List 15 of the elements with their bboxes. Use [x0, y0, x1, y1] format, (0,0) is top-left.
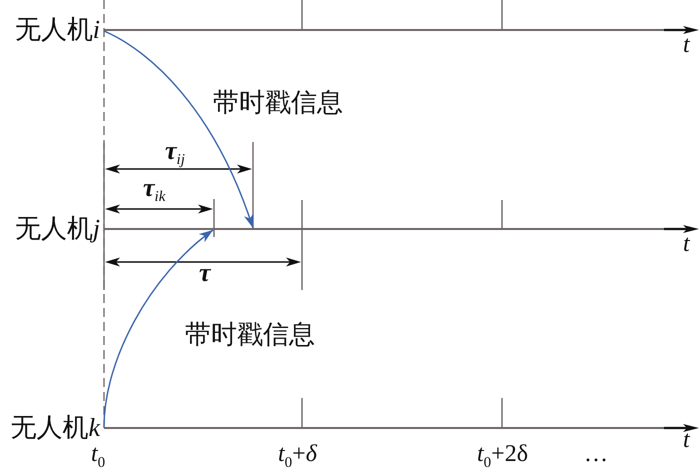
time-label: t$_{0}$ — [91, 445, 106, 471]
message-arrow — [104, 30, 254, 228]
uav-label: 无人机i — [14, 15, 100, 45]
time-label: … — [584, 445, 608, 463]
uav-label: 无人机j — [14, 214, 100, 244]
axis-label: t — [683, 432, 690, 448]
axis-label: t — [683, 37, 690, 53]
time-label: t$_{0}$+2δ — [477, 445, 528, 471]
interval-label: τ — [199, 264, 211, 282]
time-label: t$_{0}$+δ — [278, 445, 317, 471]
interval-label: τ$_{ij}$ — [165, 142, 185, 168]
axis-label: t — [683, 236, 690, 252]
interval-label: τ$_{ik}$ — [143, 179, 166, 205]
message-arrow — [103, 229, 214, 428]
uav-label: 无人机k — [10, 413, 100, 443]
